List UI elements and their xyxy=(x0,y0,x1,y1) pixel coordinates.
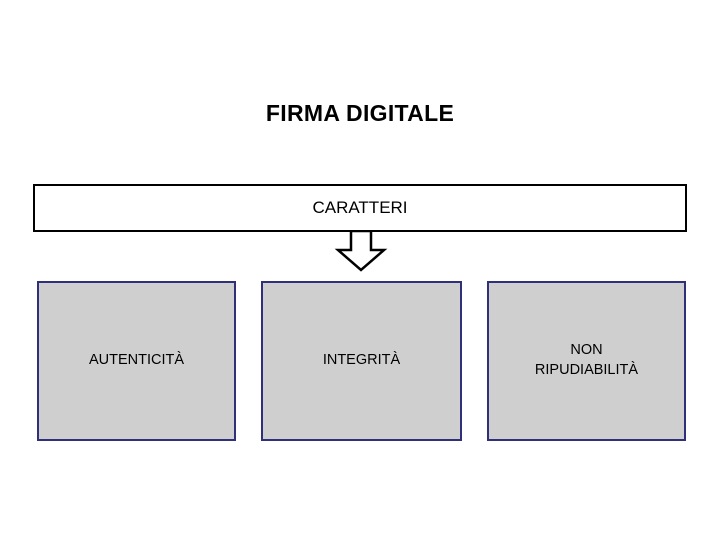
banner-label: CARATTERI xyxy=(312,198,408,217)
box-label: INTEGRITÀ xyxy=(322,352,401,369)
down-arrow-icon xyxy=(333,229,389,272)
box-autenticita: AUTENTICITÀ xyxy=(37,281,236,441)
box-non-ripudiabilita: NON RIPUDIABILITÀ xyxy=(487,281,686,441)
banner-box: CARATTERI xyxy=(33,184,687,232)
box-label: NON RIPUDIABILITÀ xyxy=(534,342,639,378)
boxes-row: AUTENTICITÀ INTEGRITÀ NON RIPUDIABILITÀ xyxy=(0,281,720,441)
page-title: FIRMA DIGITALE xyxy=(265,100,455,126)
box-label: AUTENTICITÀ xyxy=(88,352,185,369)
box-integrita: INTEGRITÀ xyxy=(261,281,462,441)
